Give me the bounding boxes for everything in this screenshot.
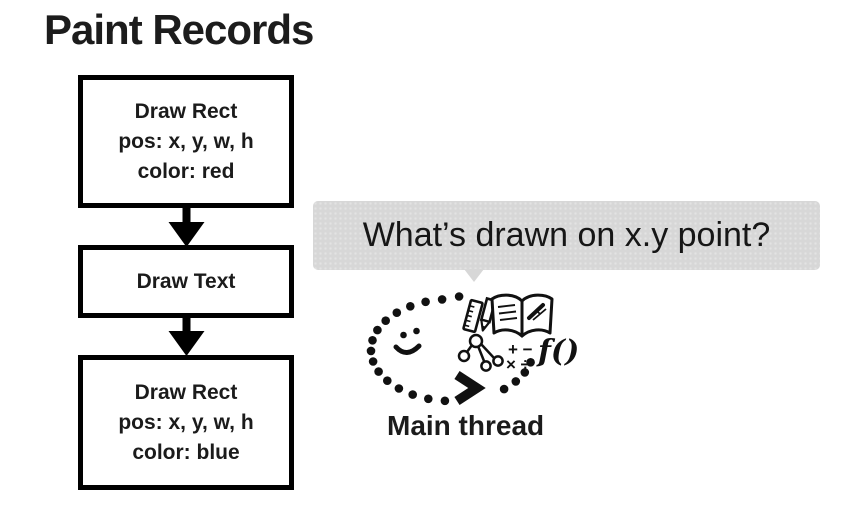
down-arrow-icon — [168, 206, 205, 247]
speech-bubble-text: What’s drawn on x.y point? — [362, 216, 771, 254]
arrow-chevron-icon — [454, 371, 486, 405]
box-line: pos: x, y, w, h — [118, 129, 254, 153]
svg-text:× ÷: × ÷ — [506, 355, 530, 374]
dotted-loop-icon — [366, 292, 535, 406]
math-symbols-icon: + − × ÷ — [506, 340, 533, 374]
function-icon: f() — [536, 334, 579, 369]
node-tree-icon — [457, 333, 504, 372]
flow-box-draw-rect-blue: Draw Rect pos: x, y, w, h color: blue — [78, 355, 294, 490]
box-line: color: blue — [132, 440, 240, 464]
speech-bubble-tail-icon — [464, 269, 484, 282]
box-line: Draw Rect — [134, 99, 238, 123]
box-line: Draw Rect — [134, 380, 238, 404]
box-line: Draw Text — [136, 269, 236, 293]
flow-box-draw-rect-red: Draw Rect pos: x, y, w, h color: red — [78, 75, 294, 208]
speech-bubble: What’s drawn on x.y point? — [313, 201, 820, 282]
ruler-icon — [462, 298, 484, 334]
down-arrow-icon — [168, 315, 205, 356]
open-book-icon — [490, 293, 554, 338]
main-thread-doodle: + − × ÷ f() — [366, 292, 579, 406]
flow-box-draw-text: Draw Text — [78, 245, 294, 318]
page-title: Paint Records — [44, 6, 314, 53]
main-thread-label: Main thread — [387, 410, 545, 441]
box-line: color: red — [137, 159, 235, 183]
box-line: pos: x, y, w, h — [118, 410, 254, 434]
svg-text:+ −: + − — [508, 340, 533, 359]
smiley-face-icon — [393, 327, 422, 355]
